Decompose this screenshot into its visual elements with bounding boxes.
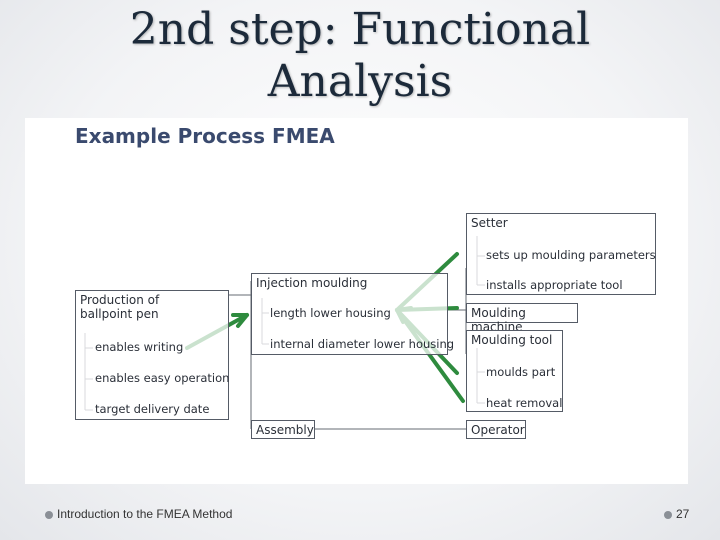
function-heat-removal: heat removal bbox=[486, 396, 563, 410]
node-operator-box: Operator bbox=[466, 420, 526, 439]
function-easy-operation: enables easy operation bbox=[95, 371, 230, 385]
function-moulds-part: moulds part bbox=[486, 365, 556, 379]
node-injection-label: Injection moulding bbox=[256, 276, 368, 290]
function-installs-tool: installs appropriate tool bbox=[486, 278, 623, 292]
bullet-dot-icon bbox=[664, 510, 672, 519]
function-sets-up-parameters: sets up moulding parameters bbox=[486, 248, 656, 262]
footer-text: Introduction to the FMEA Method bbox=[57, 507, 233, 521]
node-production-label: Production of ballpoint pen bbox=[80, 293, 160, 321]
function-enables-writing: enables writing bbox=[95, 340, 184, 354]
node-machine-box: Moulding machine bbox=[466, 303, 578, 334]
node-assembly-box: Assembly bbox=[251, 420, 315, 439]
node-setter-box: Setter bbox=[466, 213, 656, 295]
slide-title-line2: Analysis bbox=[267, 56, 453, 107]
fmea-structure-figure: Example Process FMEA Production of ballp… bbox=[25, 118, 688, 484]
node-operator-label: Operator bbox=[471, 423, 525, 437]
function-target-delivery: target delivery date bbox=[95, 402, 210, 416]
page-number: 27 bbox=[676, 507, 690, 521]
slide-title-line1: 2nd step: Functional bbox=[129, 4, 591, 55]
function-length-lower-housing: length lower housing bbox=[270, 306, 391, 320]
node-injection-box: Injection moulding bbox=[251, 273, 448, 355]
footer-left: Introduction to the FMEA Method bbox=[45, 507, 232, 521]
footer-right: 27 bbox=[664, 507, 689, 521]
slide-title: 2nd step: Functional Analysis bbox=[0, 4, 720, 108]
node-production-box: Production of ballpoint pen bbox=[75, 290, 229, 420]
node-tool-label: Moulding tool bbox=[471, 333, 553, 347]
bullet-dot-icon bbox=[45, 510, 53, 519]
node-assembly-label: Assembly bbox=[256, 423, 314, 437]
node-setter-label: Setter bbox=[471, 216, 508, 230]
figure-title: Example Process FMEA bbox=[75, 124, 335, 148]
node-tool-box: Moulding tool bbox=[466, 330, 563, 412]
function-internal-diameter: internal diameter lower housing bbox=[270, 337, 455, 351]
